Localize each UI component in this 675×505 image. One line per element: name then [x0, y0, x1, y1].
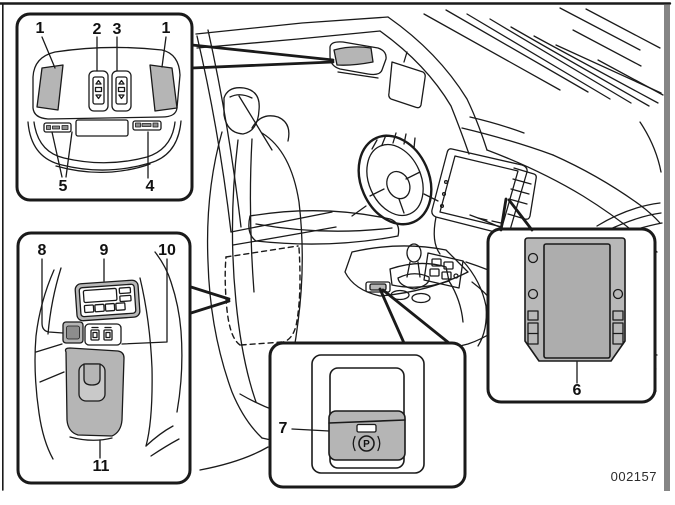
steering-wheel [351, 132, 439, 226]
callout-wedges [189, 43, 534, 345]
sunshade-switch [111, 70, 132, 112]
callout-7: 7 [278, 420, 288, 437]
callout-leader-line-7 [291, 428, 330, 432]
overhead-console [329, 41, 387, 79]
parking-brake-icon: P [352, 435, 381, 452]
callout-11: 11 [92, 458, 110, 475]
inset-rear-console [16, 231, 192, 485]
inset-parking-brake: P [268, 341, 467, 489]
moonroof-switch [88, 70, 109, 112]
light-button-strip-right [132, 120, 162, 131]
hidden-console-dashed-outline [224, 245, 301, 346]
callout-leader-lines-overhead [41, 36, 167, 179]
callout-4: 4 [145, 178, 155, 195]
callout-6: 6 [572, 382, 582, 399]
cupholder [411, 292, 431, 304]
shift-lever-knob [406, 243, 422, 263]
inset-overhead-console [15, 12, 194, 202]
windshield-a-pillar [195, 16, 554, 156]
switch-indicator-lamp [356, 423, 377, 433]
roof-trim-lines [423, 7, 664, 173]
inset-center-display [486, 227, 657, 404]
center-armrest [248, 210, 400, 245]
callout-2: 2 [92, 21, 102, 38]
dash-side-vent [507, 167, 537, 220]
parking-brake-switch-location [365, 281, 391, 293]
page-edge-bar [664, 5, 670, 491]
callout-5: 5 [58, 178, 68, 195]
callout-1-left: 1 [35, 20, 45, 37]
callout-10: 10 [158, 242, 176, 259]
callout-3: 3 [112, 21, 122, 38]
overhead-storage-lid [75, 119, 129, 137]
map-light-lens-left [36, 64, 64, 111]
callout-9: 9 [99, 242, 109, 259]
main-interior-drawing [195, 7, 664, 471]
light-button-strip-left [43, 122, 72, 133]
parking-brake-symbol: P [363, 439, 370, 450]
callout-1-right: 1 [161, 20, 171, 37]
rear-climate-panel [74, 279, 141, 322]
rear-heater-switch [62, 321, 84, 344]
callout-8: 8 [37, 242, 47, 259]
rear-storage-pocket [64, 347, 125, 441]
callout-leader-lines-rear-console [41, 258, 168, 459]
parking-brake-switch: P [328, 410, 406, 461]
rear-console-context-lines [34, 251, 183, 460]
rearview-mirror [388, 51, 426, 109]
center-console [344, 243, 487, 347]
map-light-lens-right [149, 64, 178, 112]
display-side-controls [527, 252, 624, 345]
display-screen [543, 243, 611, 359]
figure-code: 002157 [610, 469, 657, 484]
map-light-lens [333, 46, 374, 66]
page-frame [0, 2, 672, 491]
rear-usb-ports-panel [84, 323, 122, 346]
